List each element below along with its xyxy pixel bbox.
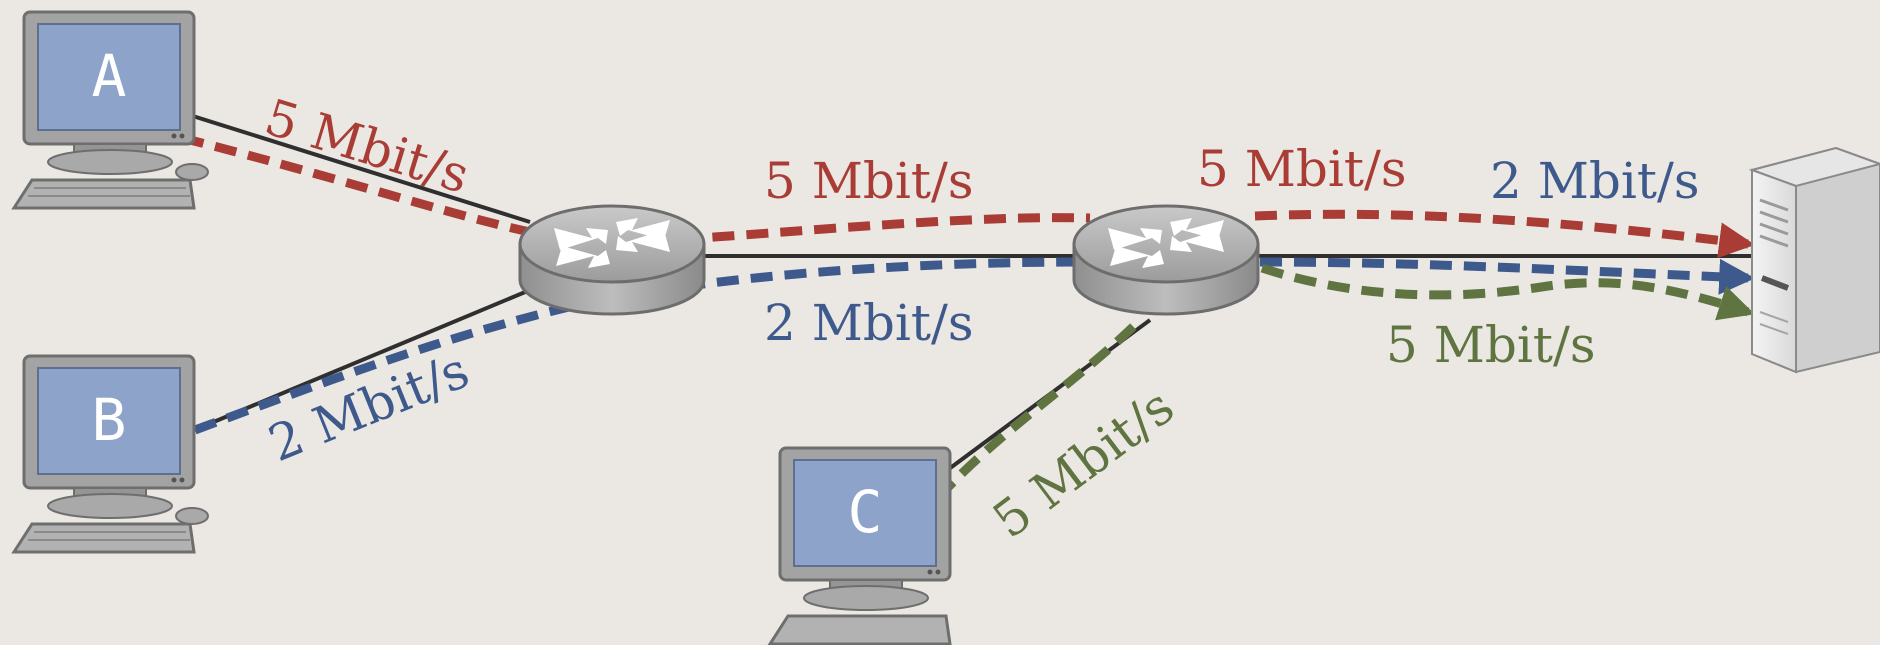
host-b[interactable]: B: [11, 354, 209, 554]
rate-label-c-exit: 5 Mbit/s: [1386, 316, 1596, 374]
rate-label-a-core: 5 Mbit/s: [764, 152, 974, 210]
rate-label-c-access: 5 Mbit/s: [982, 377, 1184, 549]
host-c[interactable]: C: [767, 446, 952, 645]
rate-label-b-access: 2 Mbit/s: [261, 341, 477, 473]
rate-label-a-exit: 5 Mbit/s: [1197, 140, 1407, 198]
server[interactable]: [1748, 146, 1880, 374]
router-icon: [1072, 204, 1260, 316]
desktop-computer-icon: [11, 10, 209, 210]
host-b-label: B: [92, 386, 127, 454]
rate-label-b-exit: 2 Mbit/s: [1490, 152, 1700, 210]
router-2[interactable]: [1072, 204, 1260, 316]
flow-c: [934, 263, 1755, 502]
router-1[interactable]: [518, 204, 706, 316]
host-a-label: A: [92, 42, 127, 110]
link-a-router1: [179, 110, 531, 224]
desktop-computer-icon: [767, 446, 952, 645]
host-c-label: C: [848, 478, 883, 546]
rate-label-b-core: 2 Mbit/s: [764, 294, 974, 352]
router-icon: [518, 204, 706, 316]
host-a[interactable]: A: [11, 10, 209, 210]
desktop-computer-icon: [11, 354, 209, 554]
server-tower-icon: [1748, 146, 1880, 374]
